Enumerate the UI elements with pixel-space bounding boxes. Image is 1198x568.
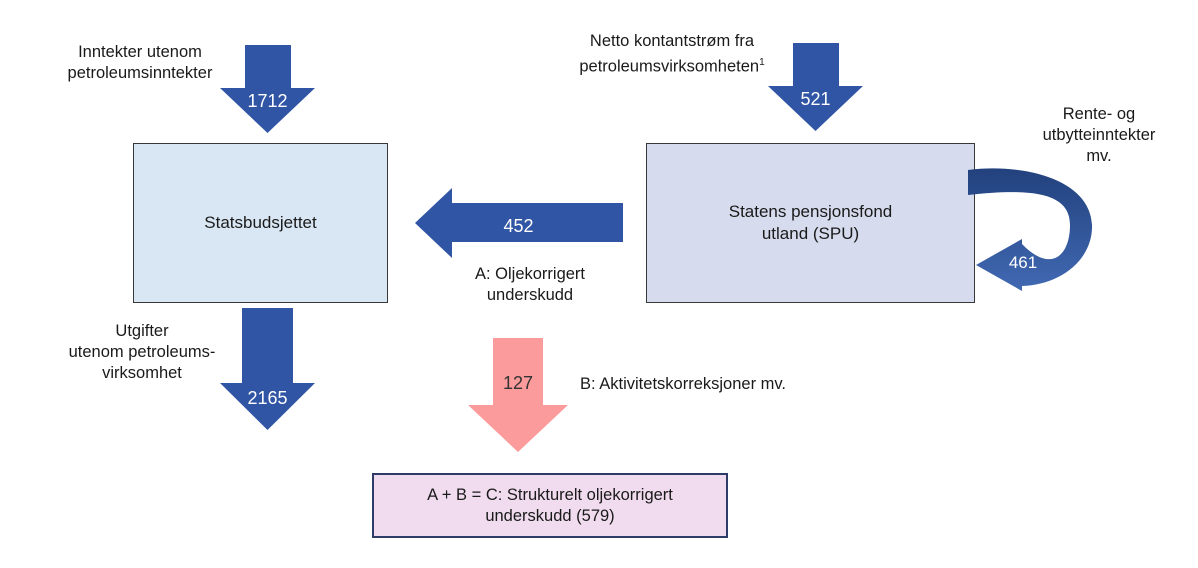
arrow-shape bbox=[968, 168, 1093, 291]
label-line: Rente- og bbox=[1062, 105, 1136, 123]
label-line: petroleumsvirksomheten1 bbox=[579, 57, 765, 76]
label-line: utenom petroleums- bbox=[68, 343, 216, 361]
arrow-shape bbox=[768, 43, 863, 131]
label-net-cash-flow: Netto kontantstrøm fra petroleumsvirksom… bbox=[548, 31, 796, 78]
label-line: petroleumsinntekter bbox=[67, 64, 213, 82]
node-spu: Statens pensjonsfond utland (SPU) bbox=[646, 143, 975, 303]
flow-value-127: 127 bbox=[502, 373, 534, 393]
flow-value-521: 521 bbox=[800, 89, 831, 109]
node-statsbudsjettet: Statsbudsjettet bbox=[133, 143, 388, 303]
down-arrow-icon bbox=[220, 45, 315, 133]
label-line: Utgifter bbox=[115, 322, 169, 340]
label-expenses: Utgifter utenom petroleums- virksomhet bbox=[42, 321, 242, 384]
arrow-shape bbox=[468, 338, 568, 452]
down-arrow-icon bbox=[768, 43, 863, 131]
label-activity-corrections: B: Aktivitetskorreksjoner mv. bbox=[580, 375, 787, 393]
flow-value-1712: 1712 bbox=[247, 91, 288, 111]
label-line: utbytteinntekter bbox=[1042, 126, 1156, 144]
label-non-petroleum-income: Inntekter utenom petroleumsinntekter bbox=[20, 42, 260, 84]
flow-value-461: 461 bbox=[1008, 253, 1038, 272]
down-arrow-pink-icon bbox=[468, 338, 568, 452]
down-arrow-icon bbox=[220, 308, 315, 430]
label-interest-dividends: Rente- og utbytteinntekter mv. bbox=[1008, 104, 1190, 167]
label-line: Netto kontantstrøm fra bbox=[589, 32, 755, 50]
arrow-shape bbox=[415, 188, 623, 258]
node-structural-deficit: A + B = C: Strukturelt oljekorrigert und… bbox=[372, 473, 728, 538]
label-line: underskudd bbox=[486, 286, 574, 304]
arrow-shape bbox=[220, 308, 315, 430]
left-arrow-icon bbox=[415, 188, 623, 258]
label-oil-corrected-deficit: A: Oljekorrigert underskudd bbox=[430, 264, 630, 306]
label-line: A: Oljekorrigert bbox=[474, 265, 586, 283]
node-label: A + B = C: Strukturelt oljekorrigert und… bbox=[427, 485, 673, 525]
label-line: mv. bbox=[1086, 147, 1112, 165]
label-line: virksomhet bbox=[102, 364, 182, 382]
u-turn-arrow-icon bbox=[968, 168, 1093, 291]
node-label: Statsbudsjettet bbox=[204, 213, 317, 232]
node-label: Statens pensjonsfond utland (SPU) bbox=[728, 202, 893, 243]
flow-value-2165: 2165 bbox=[247, 388, 288, 408]
footnote-marker: 1 bbox=[759, 57, 765, 68]
flow-value-452: 452 bbox=[503, 216, 534, 236]
arrow-shape bbox=[220, 45, 315, 133]
label-line: Inntekter utenom bbox=[78, 43, 202, 61]
